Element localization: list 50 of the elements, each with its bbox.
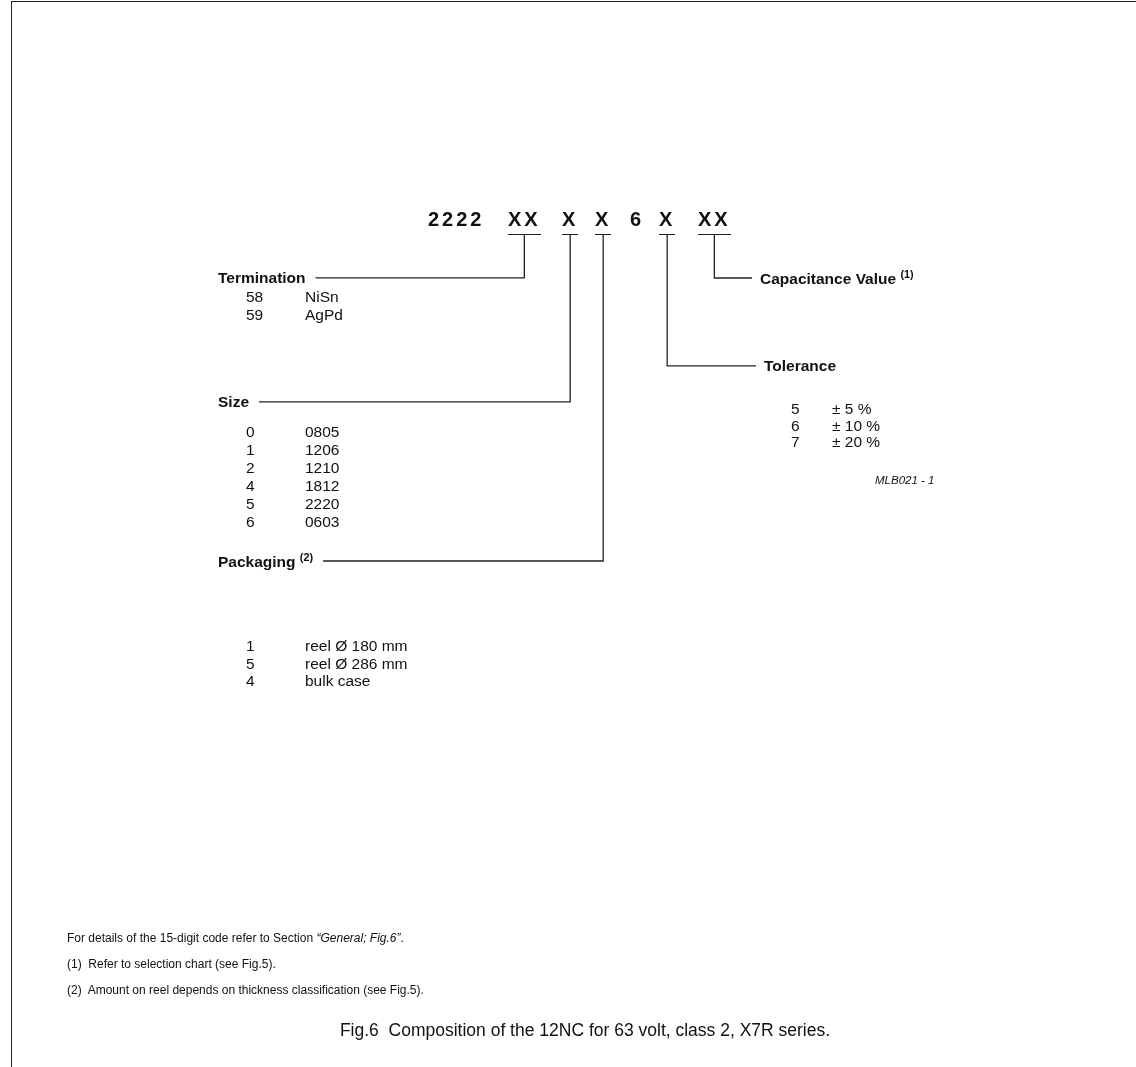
- leader-line: [666, 234, 757, 367]
- code-value: 2: [246, 459, 255, 477]
- code-value: 58: [246, 288, 264, 306]
- footnote: (1) Refer to selection chart (see Fig.5).: [67, 958, 276, 972]
- field-heading: Packaging $^{(2)}$: [218, 551, 314, 571]
- code-meaning: NiSn: [305, 288, 339, 306]
- code-digits: 6: [630, 208, 645, 231]
- code-value: 4: [246, 477, 255, 495]
- code-meaning: AgPd: [305, 305, 343, 324]
- code-value: 1: [246, 637, 255, 655]
- code-meaning: 1210: [305, 459, 340, 477]
- code-meaning: ± 20 %: [832, 433, 881, 451]
- figure-caption: Fig.6 Composition of the 12NC for 63 volt, class 2, X7R series.: [338, 1020, 832, 1041]
- code-value: 5: [246, 654, 255, 673]
- field-heading: Termination: [218, 269, 306, 287]
- code-meaning: ± 5 %: [832, 400, 872, 418]
- code-meaning: 0805: [305, 423, 340, 441]
- code-digits: X: [659, 208, 676, 235]
- code-meaning: ± 10 %: [832, 416, 881, 435]
- code-meaning: 0603: [305, 513, 340, 531]
- code-meaning: bulk case: [305, 672, 371, 690]
- code-meaning: 2220: [305, 495, 340, 513]
- code-digits: 2222: [428, 208, 485, 231]
- code-value: 6: [791, 416, 800, 435]
- leader-line: [713, 234, 753, 279]
- code-value: 6: [246, 513, 255, 531]
- code-meaning: reel Ø 286 mm: [305, 654, 408, 673]
- code-meaning: 1206: [305, 441, 340, 459]
- code-meaning: reel Ø 180 mm: [305, 637, 408, 655]
- leader-line: [314, 234, 525, 279]
- footnote: For details of the 15-digit code refer to Section “General; Fig.6”.: [67, 932, 404, 946]
- code-value: 0: [246, 423, 255, 441]
- code-value: 5: [791, 400, 800, 418]
- leader-line: [322, 234, 604, 562]
- code-value: 7: [791, 433, 800, 451]
- code-digits: X: [595, 208, 612, 235]
- field-heading: Capacitance Value $^{(1)}$: [760, 268, 914, 288]
- code-value: 1: [246, 441, 255, 459]
- code-value: 5: [246, 495, 255, 513]
- footnote: (2) Amount on reel depends on thickness classification (see Fig.5).: [67, 984, 424, 998]
- leader-line: [258, 234, 571, 403]
- field-heading: Size: [218, 393, 249, 411]
- code-value: 59: [246, 305, 264, 324]
- code-digits: XX: [508, 208, 541, 235]
- drawing-number: MLB021 - 1: [875, 474, 935, 488]
- code-value: 4: [246, 672, 255, 690]
- code-digits: X: [562, 208, 579, 235]
- field-heading: Tolerance: [764, 357, 837, 375]
- code-meaning: 1812: [305, 477, 340, 495]
- code-digits: XX: [698, 208, 731, 235]
